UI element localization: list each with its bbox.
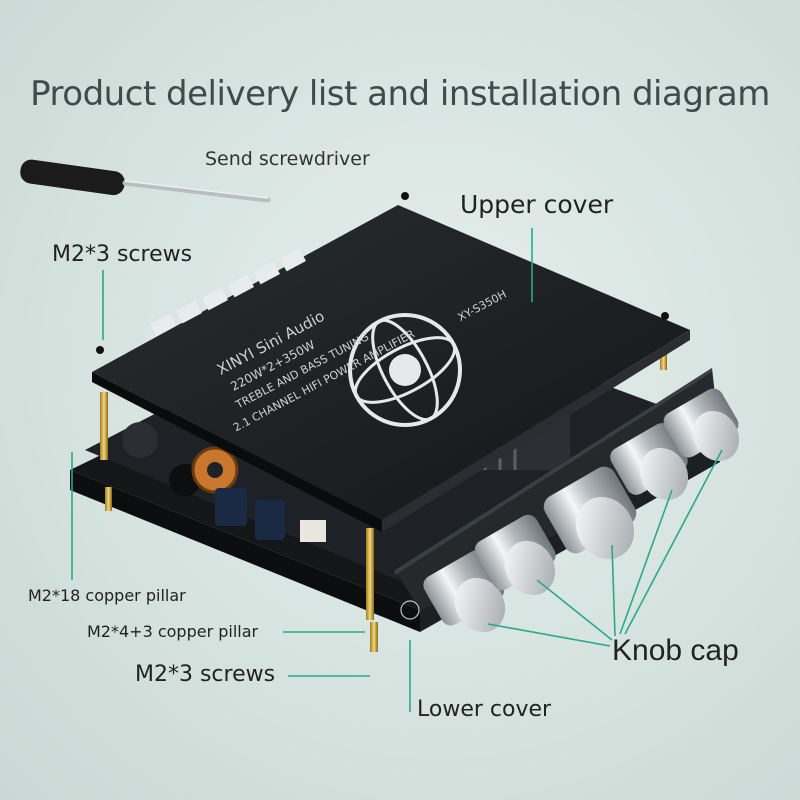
label-upper-cover: Upper cover	[460, 190, 614, 219]
knobs	[423, 388, 740, 633]
label-m2-3-screws-bottom: M2*3 screws	[135, 662, 276, 687]
screwdriver	[20, 159, 271, 203]
label-screwdriver: Send screwdriver	[205, 148, 370, 170]
label-lower-cover: Lower cover	[417, 697, 552, 722]
label-m2-3-screws-top: M2*3 screws	[52, 242, 193, 267]
knob-2	[474, 514, 556, 596]
knob-4	[610, 423, 689, 501]
knob-1	[423, 550, 506, 633]
label-knob-cap: Knob cap	[612, 634, 739, 667]
page-title: Product delivery list and installation d…	[30, 74, 770, 114]
knob-5	[663, 388, 740, 462]
leader-lines	[71, 228, 723, 712]
label-m2-18-copper-pillar: M2*18 copper pillar	[28, 586, 186, 605]
knob-3	[543, 466, 637, 560]
label-m2-4-3-copper-pillar: M2*4+3 copper pillar	[87, 622, 259, 641]
upper-cover: XINYI Sini Audio 220W*2+350W TREBLE AND …	[92, 192, 690, 532]
